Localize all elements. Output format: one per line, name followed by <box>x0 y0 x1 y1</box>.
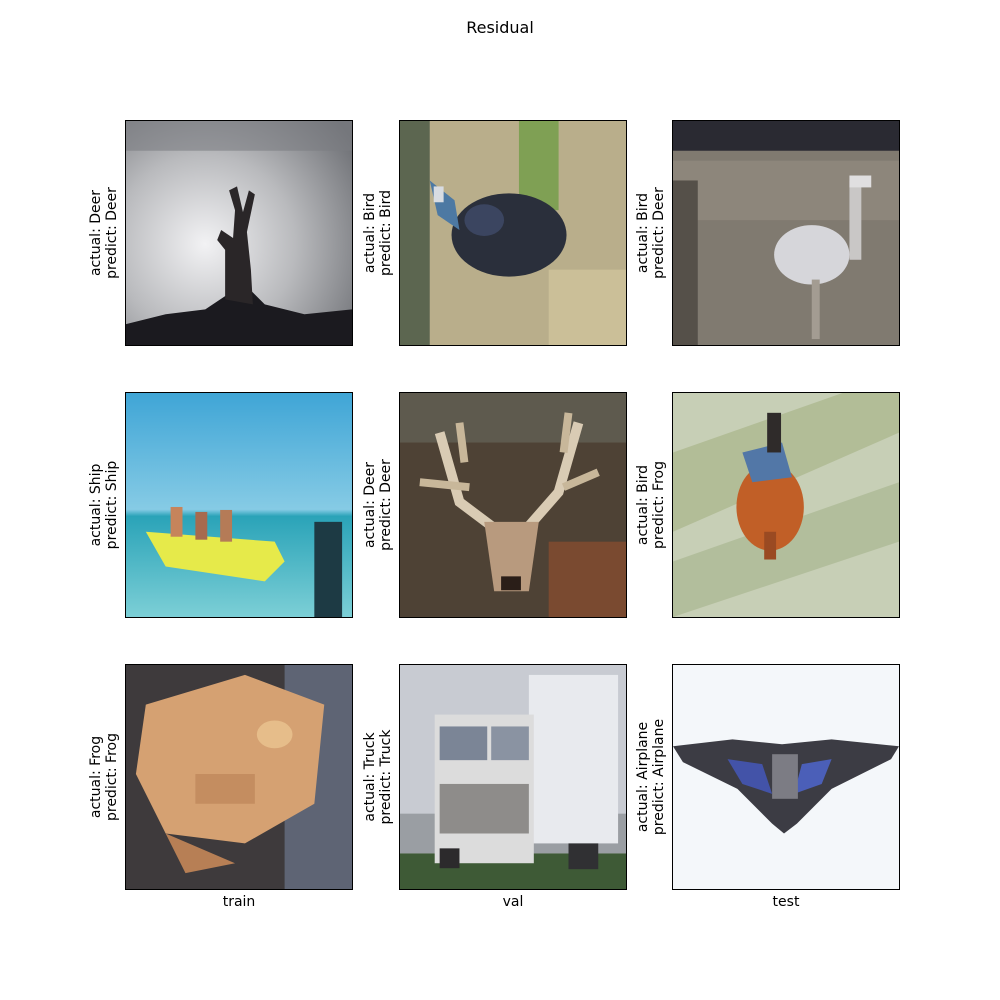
image-panel-frog <box>125 664 353 890</box>
image-panel-deer <box>125 120 353 346</box>
figure-title: Residual <box>466 18 534 37</box>
column-label-val: val <box>502 894 524 910</box>
image-panel-white-bird <box>672 120 900 346</box>
image-panel-orange-bird <box>672 392 900 618</box>
image-panel-antlered-deer <box>399 392 627 618</box>
image-panel-ship <box>125 392 353 618</box>
column-label-test: test <box>772 894 800 910</box>
column-label-train: train <box>222 894 256 910</box>
image-panel-bird <box>399 120 627 346</box>
image-panel-airplane <box>672 664 900 890</box>
image-panel-truck <box>399 664 627 890</box>
